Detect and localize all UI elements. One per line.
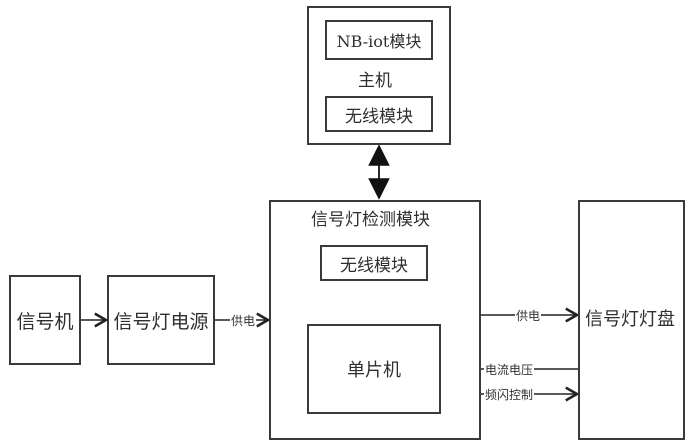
flash-control-label: 频闪控制 [484,386,535,403]
detection-wireless-module-box: 无线模块 [320,245,428,281]
host-wireless-module-box: 无线模块 [325,96,433,132]
mcu-box: 单片机 [307,324,441,414]
nbiot-module-label: NB-iot模块 [336,32,422,51]
current-voltage-label: 电流电压 [484,361,535,378]
detection-to-panel-label: 供电 [515,307,542,324]
signal-machine-label: 信号机 [16,310,74,333]
mcu-label: 单片机 [347,360,401,381]
light-panel-label: 信号灯灯盘 [585,309,675,330]
signal-power-label: 信号灯电源 [113,310,209,333]
detection-wireless-module-label: 无线模块 [340,255,408,276]
light-panel-box [578,200,685,440]
host-wireless-module-label: 无线模块 [345,106,413,127]
signal-machine-box: 信号机 [9,275,81,365]
detection-module-title: 信号灯检测模块 [311,210,430,230]
power-to-detection-label: 供电 [230,312,257,329]
host-title: 主机 [358,71,392,91]
nbiot-module-box: NB-iot模块 [325,20,433,60]
signal-power-box: 信号灯电源 [107,275,215,365]
